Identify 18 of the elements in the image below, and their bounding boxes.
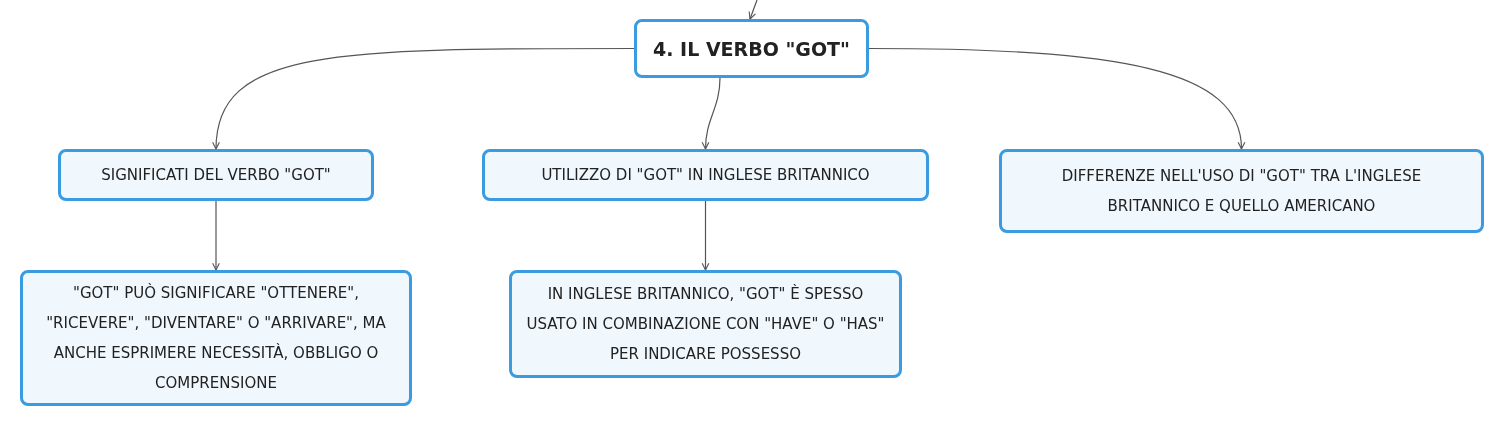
topic-text: SIGNIFICATI DEL VERBO "GOT" [101,165,331,186]
topic-text: 4. IL VERBO "GOT" [653,36,850,62]
topic-box [20,270,412,406]
connector-arrow [701,77,721,150]
connector-arrow [701,200,710,271]
topic-box [634,19,869,78]
topic-box [999,149,1484,233]
topic-box [482,149,929,201]
topic-box [509,270,902,378]
topic-text: DIFFERENZE NELL'USO DI "GOT" TRA L'INGLESE BRITANNICO E QUELLO AMERICANO [1060,166,1423,217]
topic-text: "GOT" PUÒ SIGNIFICARE "OTTENERE", "RICEVERE", "DIVENTARE" O "ARRIVARE", MA ANCHE ESPRIMERE NECESSITÀ, OBBLIGO O COMPRENSIONE [45,282,387,394]
topic-box [58,149,374,201]
topic-text: IN INGLESE BRITANNICO, "GOT" È SPESSO USATO IN COMBINAZIONE CON "HAVE" O "HAS" PER INDICARE POSSESSO [526,283,885,365]
connector-arrow [868,47,1245,150]
connector-arrow [212,200,220,271]
connector-arrow [748,0,758,20]
connector-arrow [212,47,635,150]
topic-text: UTILIZZO DI "GOT" IN INGLESE BRITANNICO [541,165,870,186]
